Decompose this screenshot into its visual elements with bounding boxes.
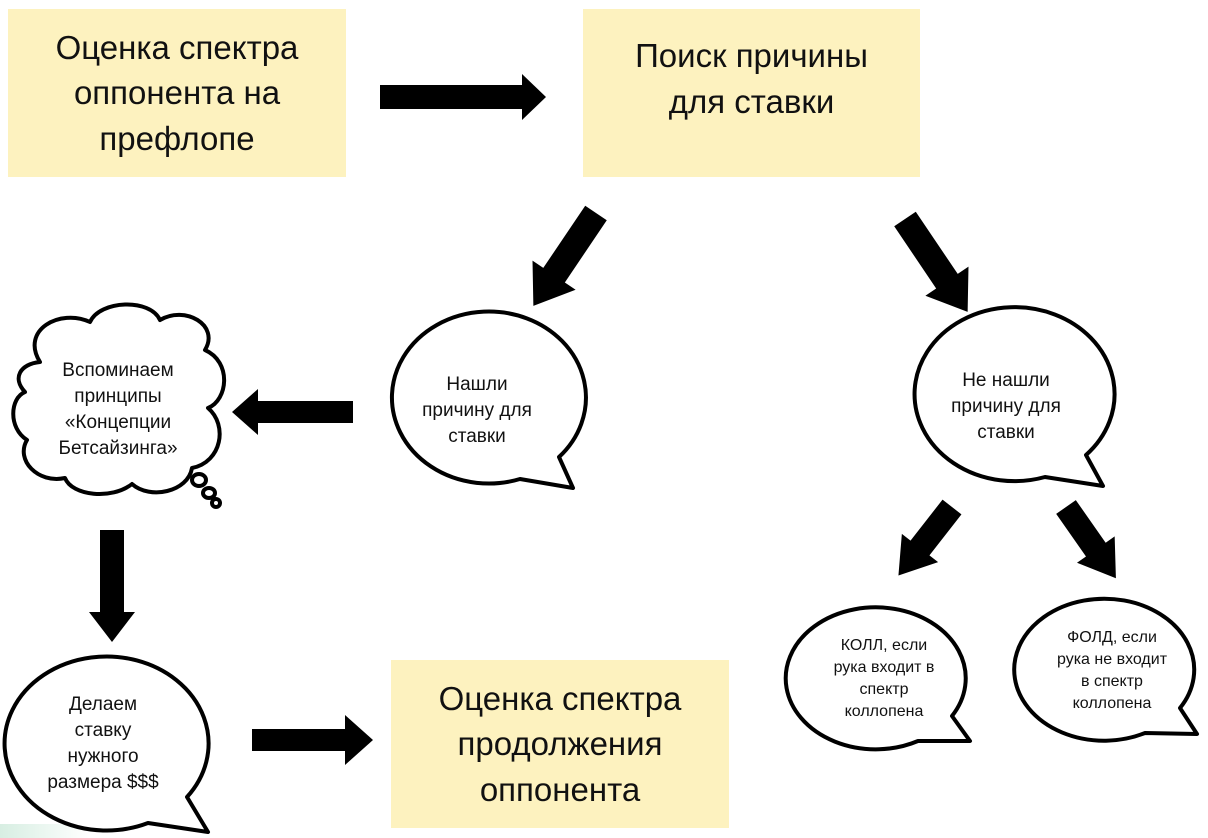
box-preflop-range-text: Оценка спектра оппонента на префлопе <box>55 28 299 157</box>
box-find-reason-text: Поиск причины для ставки <box>635 37 868 120</box>
bubble-found-reason <box>389 309 588 490</box>
arrow-principles-to-bet <box>89 530 135 642</box>
arrow-search-to-found <box>532 205 607 306</box>
thought-cloud-text: Вспоминаем принципы «Концепции Бетсайзин… <box>58 359 178 460</box>
arrow-notfound-to-fold <box>1056 500 1116 579</box>
corner-tint <box>0 824 90 838</box>
bubble-make-bet <box>2 654 211 834</box>
arrow-found-to-principles <box>232 389 353 435</box>
bubble-found-reason-text: Нашли причину для ставки <box>422 373 532 448</box>
arrow-bet-to-continuation <box>252 715 373 765</box>
bubble-call-text: КОЛЛ, если рука входит в спектр коллопен… <box>833 636 935 721</box>
box-continuation-range-text: Оценка спектра продолжения оппонента <box>438 679 682 808</box>
bubble-make-bet-text: Делаем ставку нужного размера $$$ <box>47 693 159 794</box>
bubble-not-found-reason-text: Не нашли причину для ставки <box>951 369 1061 444</box>
bubble-not-found-reason <box>912 305 1117 488</box>
bubble-fold <box>1012 596 1199 743</box>
arrow-preflop-to-search <box>380 74 546 120</box>
bubble-fold-text: ФОЛД, если рука не входит в спектр колло… <box>1056 628 1168 713</box>
box-preflop-range: Оценка спектра оппонента на префлопе <box>8 9 346 177</box>
box-continuation-range: Оценка спектра продолжения оппонента <box>391 660 729 828</box>
arrow-search-to-notfound <box>894 211 969 312</box>
arrow-notfound-to-call <box>898 499 962 576</box>
bubble-call <box>783 605 972 752</box>
thought-cloud <box>11 302 227 509</box>
box-find-reason: Поиск причины для ставки <box>583 9 920 177</box>
